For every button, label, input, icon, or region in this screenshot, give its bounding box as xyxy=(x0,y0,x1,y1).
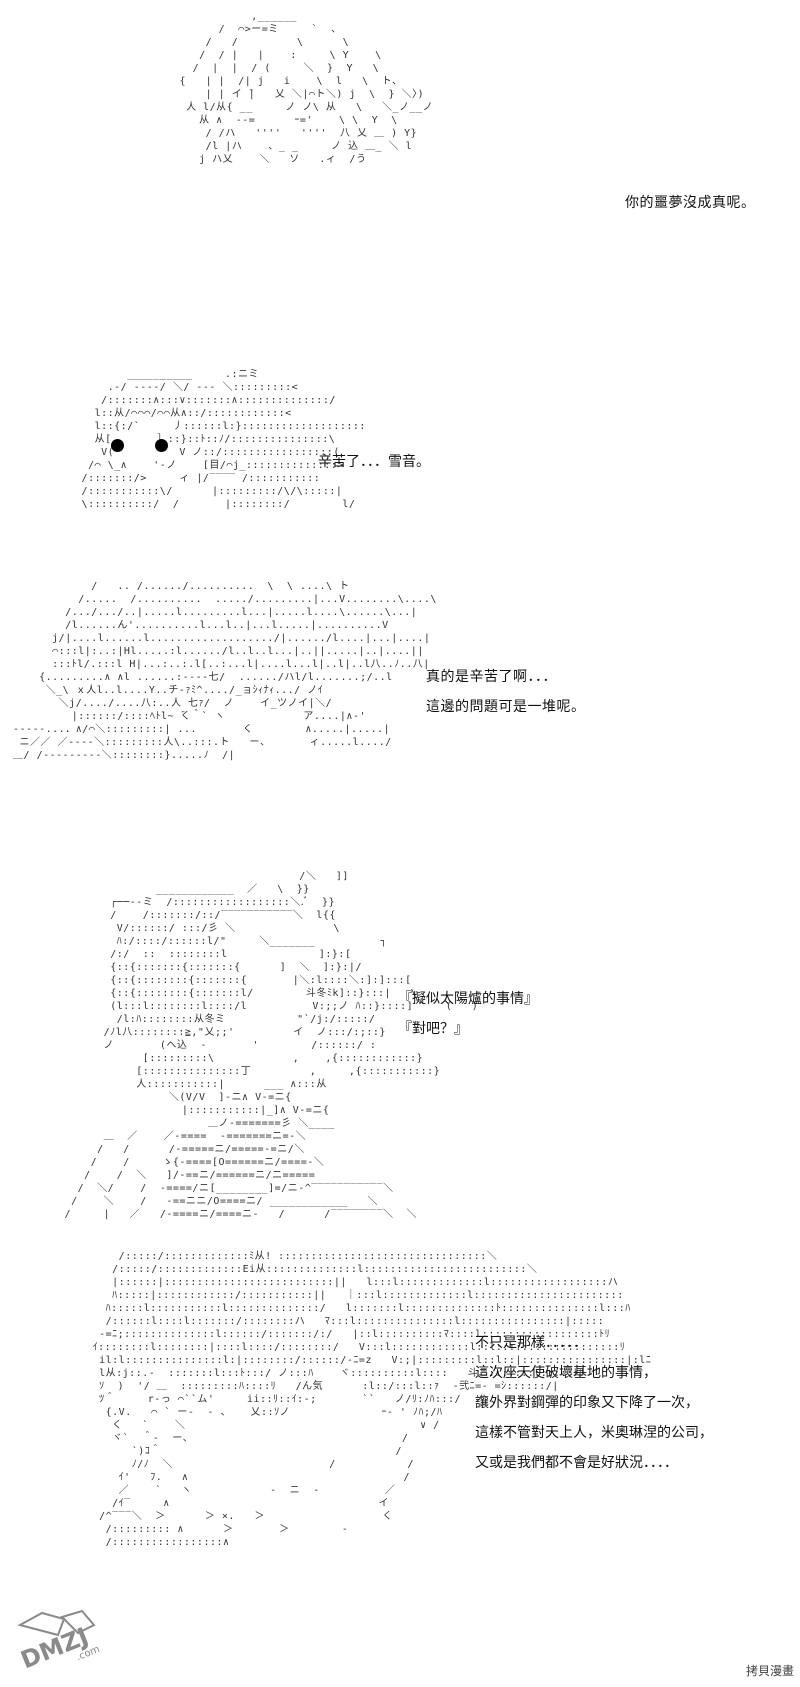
ascii-art-character-5: /:::::/:::::::::::::ﾐ从! ::::::::::::::::… xyxy=(92,1251,652,1548)
dialogue-line: 這次座天使破壞基地的事情， xyxy=(475,1365,657,1381)
dialogue-box-4: 『擬似太陽爐的事情』 『對吧？』 xyxy=(398,984,538,1044)
dialogue-line: 又或是我們都不會是好狀況．．．． xyxy=(475,1455,678,1471)
corner-watermark: 拷貝漫畫 xyxy=(745,1664,794,1678)
dialogue-line: 這樣不管對天上人，米奧琳涅的公司， xyxy=(475,1425,713,1441)
dmzj-logo-icon: DMZJ .com xyxy=(17,1609,102,1674)
panel-3: / .. /....../.......... \ \ ....\ ト /...… xyxy=(0,580,800,850)
panel-1: ,______ / ⌒>ー=ミ ` 、 / / \ \ / / | | : \ … xyxy=(0,0,800,340)
dialogue-line: 你的噩夢沒成真呢。 xyxy=(625,195,756,211)
dialogue-box-2: 辛苦了．．．雪音。 xyxy=(318,447,430,477)
panel-4: /＼ ]] ____________ ／ \ }} ┌──‐‐ミ /::::::… xyxy=(0,870,800,1230)
dialogue-line: 『擬似太陽爐的事情』 xyxy=(398,991,538,1007)
dialogue-line: 不只是那樣．．．．． xyxy=(475,1335,587,1351)
eye-right-icon xyxy=(155,439,168,452)
dialogue-line: 辛苦了．．．雪音。 xyxy=(318,454,430,470)
dialogue-box-3: 真的是辛苦了啊．．． 這邊的問題可是一堆呢。 xyxy=(426,662,586,722)
dialogue-box-1: 你的噩夢沒成真呢。 xyxy=(625,188,756,218)
dialogue-box-5: 不只是那樣．．．．． 這次座天使破壞基地的事情， 讓外界對鋼彈的印象又下降了一次… xyxy=(475,1328,713,1478)
panel-5: /:::::/:::::::::::::ﾐ从! ::::::::::::::::… xyxy=(0,1250,800,1687)
eye-left-icon xyxy=(111,439,124,452)
ascii-art-character-3: / .. /....../.......... \ \ ....\ ト /...… xyxy=(13,581,586,761)
logo-text: DMZJ xyxy=(17,1622,93,1674)
dialogue-line: 『對吧？』 xyxy=(398,1021,468,1037)
dialogue-line: 這邊的問題可是一堆呢。 xyxy=(426,699,586,715)
panel-2: __________ .:ニミ .-/ ‐‐‐‐/ ＼/ ‐‐‐ ＼::::::… xyxy=(0,360,800,550)
ascii-art-character-1: ,______ / ⌒>ー=ミ ` 、 / / \ \ / / | | : \ … xyxy=(160,10,755,211)
dialogue-line: 真的是辛苦了啊．．． xyxy=(426,669,557,685)
dialogue-line: 讓外界對鋼彈的印象又下降了一次， xyxy=(475,1395,699,1411)
ascii-art-character-4: /＼ ]] ____________ ／ \ }} ┌──‐‐ミ /::::::… xyxy=(64,871,479,1220)
ascii-art-character-2: __________ .:ニミ .-/ ‐‐‐‐/ ＼/ ‐‐‐ ＼::::::… xyxy=(81,369,366,510)
